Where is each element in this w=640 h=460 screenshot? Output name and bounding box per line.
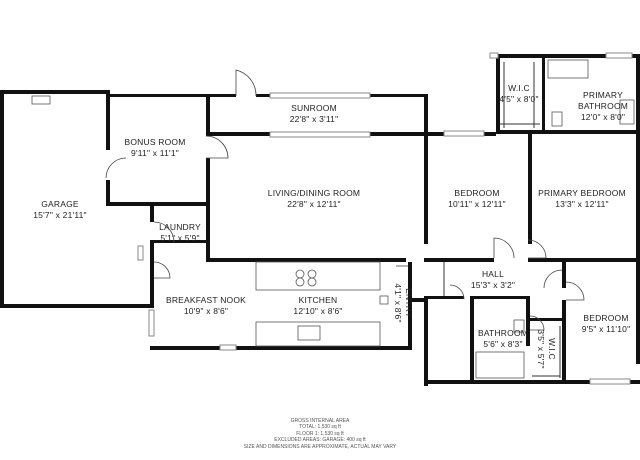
room-dims: 15'7" x 21'11" — [33, 210, 87, 220]
room-name: KITCHEN — [298, 295, 338, 305]
room-name: ENTRY — [404, 288, 414, 318]
room-dims: 12'10" x 8'6" — [293, 306, 343, 316]
room-label-laundry: LAUNDRY 5'1" x 5'9" — [159, 222, 201, 244]
room-dims: 10'11" x 12'11" — [448, 199, 506, 209]
room-dims: 22'8" x 3'11" — [289, 114, 339, 124]
room-name: LIVING/DINING ROOM — [267, 188, 361, 198]
doors — [105, 69, 585, 331]
room-label-wic-2: W.I.C 3'5" x 5'7" — [535, 329, 557, 368]
room-dims: 13'3" x 12'11" — [555, 199, 609, 209]
room-name: BATHROOM — [477, 328, 529, 338]
room-dims: 4'5" x 8'0" — [499, 94, 539, 104]
notes-title: GROSS INTERNAL AREA — [290, 418, 350, 424]
room-dims: 4'1" x 8'6" — [393, 283, 403, 323]
room-dims: 22'8" x 12'11" — [287, 199, 341, 209]
room-name: W.I.C — [547, 338, 557, 360]
room-name: BONUS ROOM — [124, 137, 186, 147]
room-name: BEDROOM — [454, 188, 500, 198]
room-label-garage: GARAGE 15'7" x 21'11" — [33, 199, 87, 221]
room-name-line1: PRIMARY — [583, 90, 623, 100]
room-label-living-dining: LIVING/DINING ROOM 22'8" x 12'11" — [268, 188, 360, 210]
room-name: SUNROOM — [291, 103, 337, 113]
room-label-bedroom-1: BEDROOM 10'11" x 12'11" — [448, 188, 506, 210]
room-name-line2: BATHROOM — [577, 101, 629, 111]
room-label-sunroom: SUNROOM 22'8" x 3'11" — [290, 103, 339, 125]
room-dims: 15'3" x 3'2" — [470, 280, 516, 290]
room-name: GARAGE — [41, 199, 79, 209]
room-dims: 9'5" x 11'10" — [581, 324, 631, 334]
room-name: LAUNDRY — [159, 222, 201, 232]
notes-floor: FLOOR 1: 1,530 sq ft — [296, 430, 344, 437]
notes-total: TOTAL: 1,530 sq ft — [299, 424, 341, 431]
room-dims: 5'1" x 5'9" — [160, 233, 200, 243]
room-dims: 10'9" x 8'6" — [183, 306, 229, 316]
room-label-bedroom-2: BEDROOM 9'5" x 11'10" — [582, 313, 631, 335]
room-label-bathroom: BATHROOM 5'6" x 8'3" — [478, 328, 528, 350]
room-name: W.I.C — [508, 83, 530, 93]
room-name: BREAKFAST NOOK — [165, 295, 247, 305]
area-notes: GROSS INTERNAL AREA TOTAL: 1,530 sq ft F… — [244, 418, 396, 450]
room-name: BEDROOM — [583, 313, 629, 323]
room-label-entry: ENTRY 4'1" x 8'6" — [392, 283, 414, 322]
windows — [137, 52, 633, 385]
room-dims: 5'6" x 8'3" — [483, 339, 523, 349]
room-label-breakfast-nook: BREAKFAST NOOK 10'9" x 8'6" — [166, 295, 246, 317]
room-name: HALL — [481, 269, 505, 279]
notes-excluded: EXCLUDED AREAS: GARAGE: 400 sq ft — [274, 437, 366, 444]
notes-disclaimer: SIZE AND DIMENSIONS ARE APPROXIMATE, ACT… — [243, 443, 397, 450]
room-label-bonus-room: BONUS ROOM 9'11" x 11'1" — [124, 137, 185, 159]
room-label-primary-bedroom: PRIMARY BEDROOM 13'3" x 12'11" — [538, 188, 626, 210]
room-label-hall: HALL 15'3" x 3'2" — [471, 269, 515, 291]
room-dims: 9'11" x 11'1" — [131, 148, 179, 158]
room-label-wic-primary: W.I.C 4'5" x 8'0" — [499, 83, 538, 105]
room-label-primary-bathroom: PRIMARY BATHROOM 12'0" x 8'0" — [578, 90, 628, 123]
room-name: PRIMARY BEDROOM — [538, 188, 626, 198]
fixtures — [31, 59, 635, 379]
room-label-kitchen: KITCHEN 12'10" x 8'6" — [293, 295, 342, 317]
room-dims: 12'0" x 8'0" — [580, 112, 626, 122]
room-dims: 3'5" x 5'7" — [536, 329, 546, 369]
